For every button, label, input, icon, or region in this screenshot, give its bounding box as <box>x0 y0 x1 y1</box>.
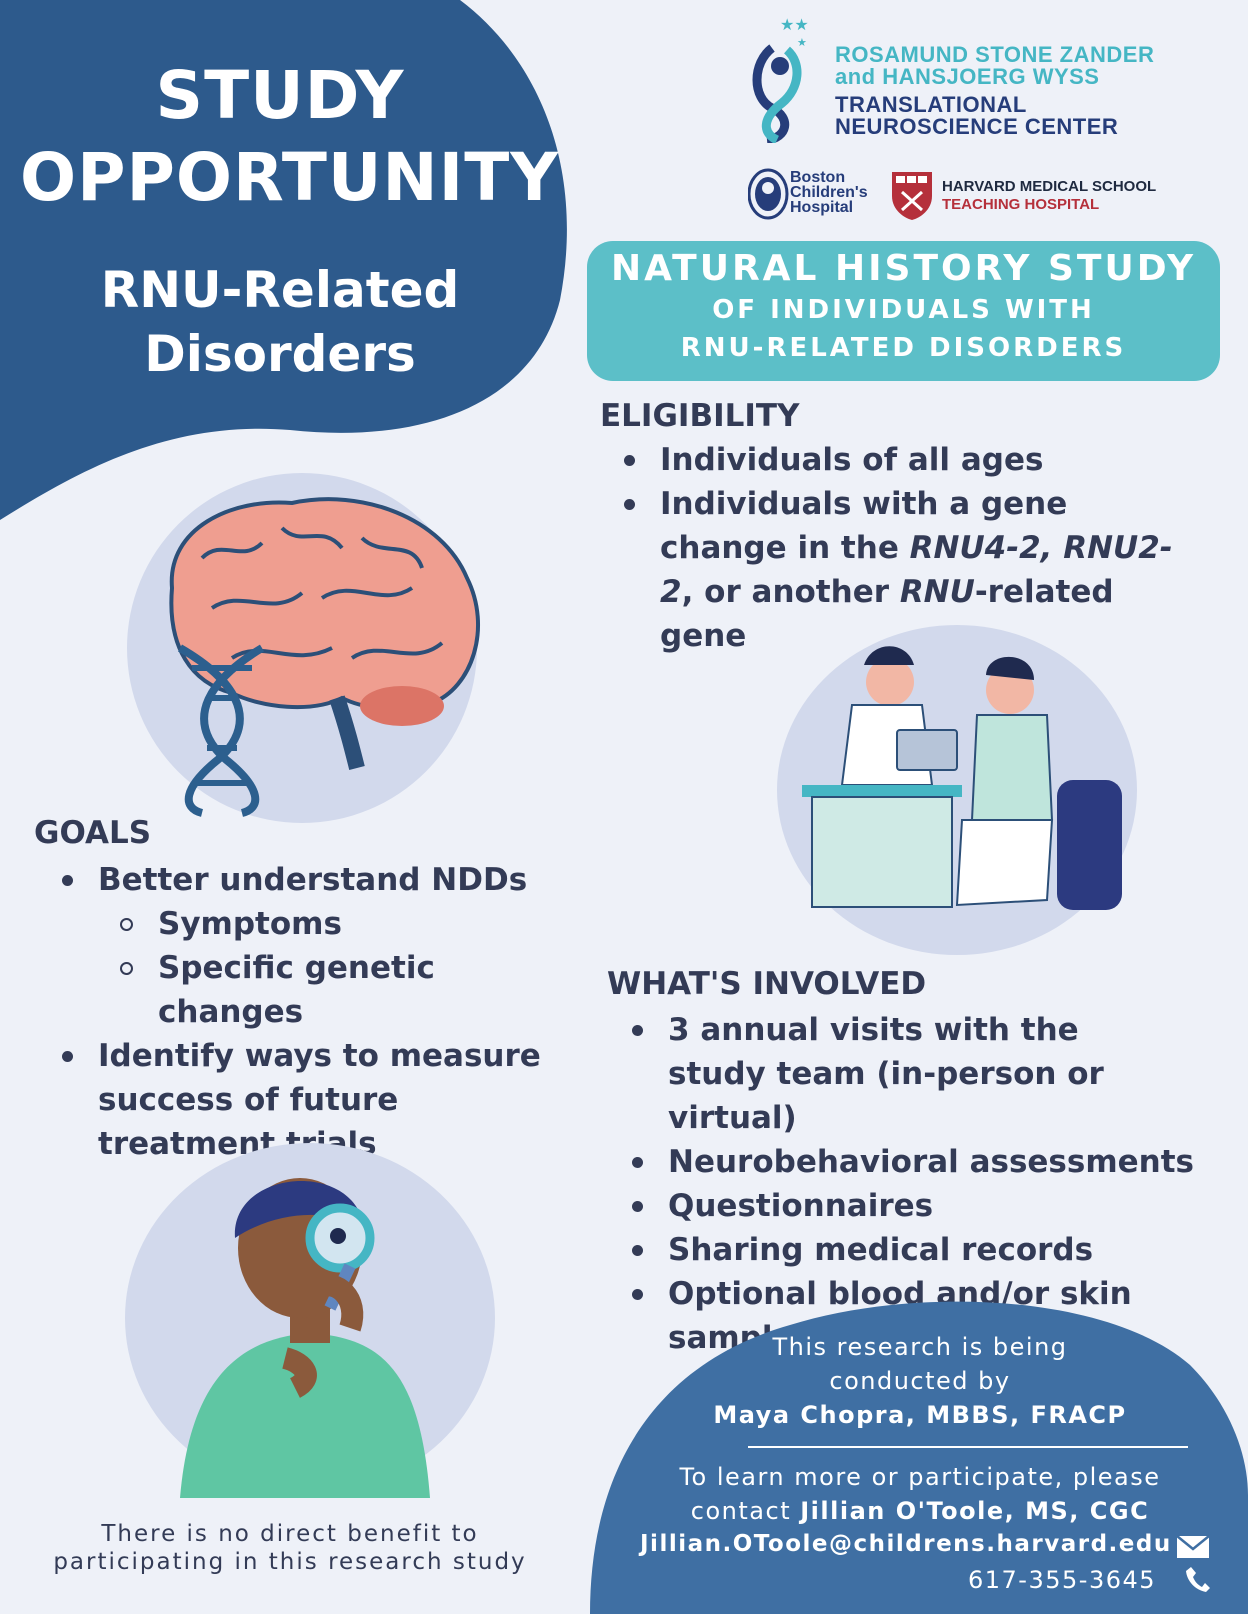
contact-phone[interactable]: 617-355-3645 <box>968 1566 1157 1594</box>
tnc-logo-text: ROSAMUND STONE ZANDER and HANSJOERG WYSS… <box>835 44 1154 138</box>
contact-name: Jillian O'Toole, MS, CGC <box>800 1497 1150 1525</box>
research-line2: conducted by <box>829 1367 1011 1395</box>
eligibility-list: Individuals of all ages Individuals with… <box>620 438 1180 658</box>
phone-icon <box>1186 1567 1210 1592</box>
brain-dna-illustration <box>127 473 481 823</box>
involved-item: Questionnaires <box>628 1184 1228 1228</box>
banner-line1: NATURAL HISTORY STUDY <box>610 248 1197 289</box>
involved-heading: WHAT'S INVOLVED <box>607 966 927 1002</box>
disclaimer-line1: There is no direct benefit to <box>101 1521 479 1547</box>
hms-shield-icon <box>892 172 932 220</box>
tnc-line2: and HANSJOERG WYSS <box>835 64 1100 89</box>
tnc-line1: ROSAMUND STONE ZANDER <box>835 42 1155 67</box>
eligibility-item: Individuals with a gene change in the RN… <box>620 482 1180 658</box>
research-line1: This research is being <box>772 1333 1068 1361</box>
bch-seal-icon <box>748 168 789 220</box>
tnc-line3: TRANSLATIONAL <box>835 92 1027 117</box>
contact-info: To learn more or participate, please con… <box>625 1460 1215 1528</box>
doctor-consultation-illustration <box>777 625 1137 955</box>
contact-line2: contact Jillian O'Toole, MS, CGC <box>690 1497 1150 1525</box>
hms-line1: HARVARD MEDICAL SCHOOL <box>942 178 1157 195</box>
hero-subtitle-line1: RNU-Related <box>100 261 460 319</box>
header-blob <box>0 0 567 520</box>
involved-item: 3 annual visits with the study team (in-… <box>628 1008 1168 1140</box>
research-by: This research is being conducted by Maya… <box>625 1330 1215 1432</box>
tnc-logo-icon: ★★ ★ <box>752 15 809 143</box>
svg-text:★★: ★★ <box>780 15 809 34</box>
banner-line3: RNU-RELATED DISORDERS <box>680 333 1127 363</box>
eligibility-heading: ELIGIBILITY <box>600 398 800 434</box>
goals-subitem: Symptoms <box>58 902 578 946</box>
footer-divider <box>748 1446 1188 1448</box>
bch-logo-text: Boston Children's Hospital <box>790 169 868 216</box>
banner-line2: OF INDIVIDUALS WITH <box>712 295 1095 325</box>
goals-list: Better understand NDDs Symptoms Specific… <box>58 858 578 1166</box>
hero-subtitle-line2: Disorders <box>144 325 416 383</box>
investigator-name: Maya Chopra, MBBS, FRACP <box>713 1401 1127 1429</box>
goals-heading: GOALS <box>34 815 152 851</box>
svg-text:★: ★ <box>797 36 807 49</box>
bch-line2: Children's <box>790 184 868 201</box>
tnc-line4: NEUROSCIENCE CENTER <box>835 114 1119 139</box>
involved-item: Sharing medical records <box>628 1228 1228 1272</box>
footer-blob <box>590 1301 1248 1614</box>
goals-item: Better understand NDDs <box>58 858 578 902</box>
involved-item: Neurobehavioral assessments <box>628 1140 1228 1184</box>
disclaimer-line2: participating in this research study <box>53 1549 527 1575</box>
contact-line1: To learn more or participate, please <box>679 1463 1161 1491</box>
contact-email[interactable]: Jillian.OToole@childrens.harvard.edu <box>640 1531 1172 1557</box>
hms-logo-text: HARVARD MEDICAL SCHOOL TEACHING HOSPITAL <box>942 178 1156 214</box>
child-magnifier-illustration <box>125 1143 495 1498</box>
bch-line1: Boston <box>790 169 846 186</box>
hero-subtitle: RNU-Related Disorders <box>60 258 500 386</box>
study-banner: NATURAL HISTORY STUDY OF INDIVIDUALS WIT… <box>587 241 1220 381</box>
hms-line2: TEACHING HOSPITAL <box>942 196 1100 213</box>
goals-subitem: Specific genetic changes <box>58 946 468 1034</box>
disclaimer-text: There is no direct benefit to participat… <box>35 1520 545 1576</box>
eligibility-item: Individuals of all ages <box>620 438 1180 482</box>
bch-line3: Hospital <box>790 199 854 216</box>
hero-title-line2: OPPORTUNITY <box>20 139 560 216</box>
hero-title: STUDY OPPORTUNITY <box>20 55 560 219</box>
mail-icon <box>1176 1535 1210 1558</box>
hero-title-line1: STUDY <box>155 57 405 134</box>
